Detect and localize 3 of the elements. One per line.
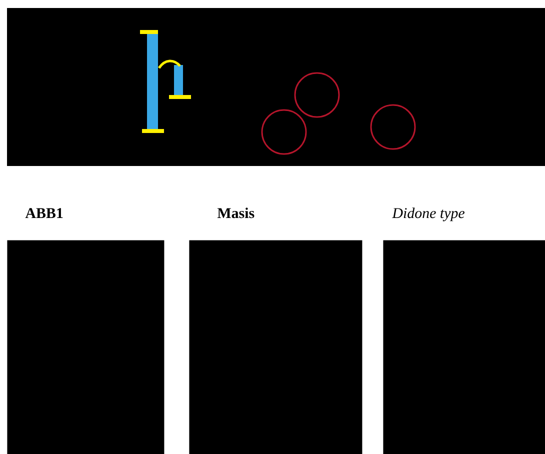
panel-heading: Masis <box>217 208 254 218</box>
panel-heading: ABB1 <box>25 208 63 218</box>
panel-heading: Didone type <box>392 208 464 222</box>
